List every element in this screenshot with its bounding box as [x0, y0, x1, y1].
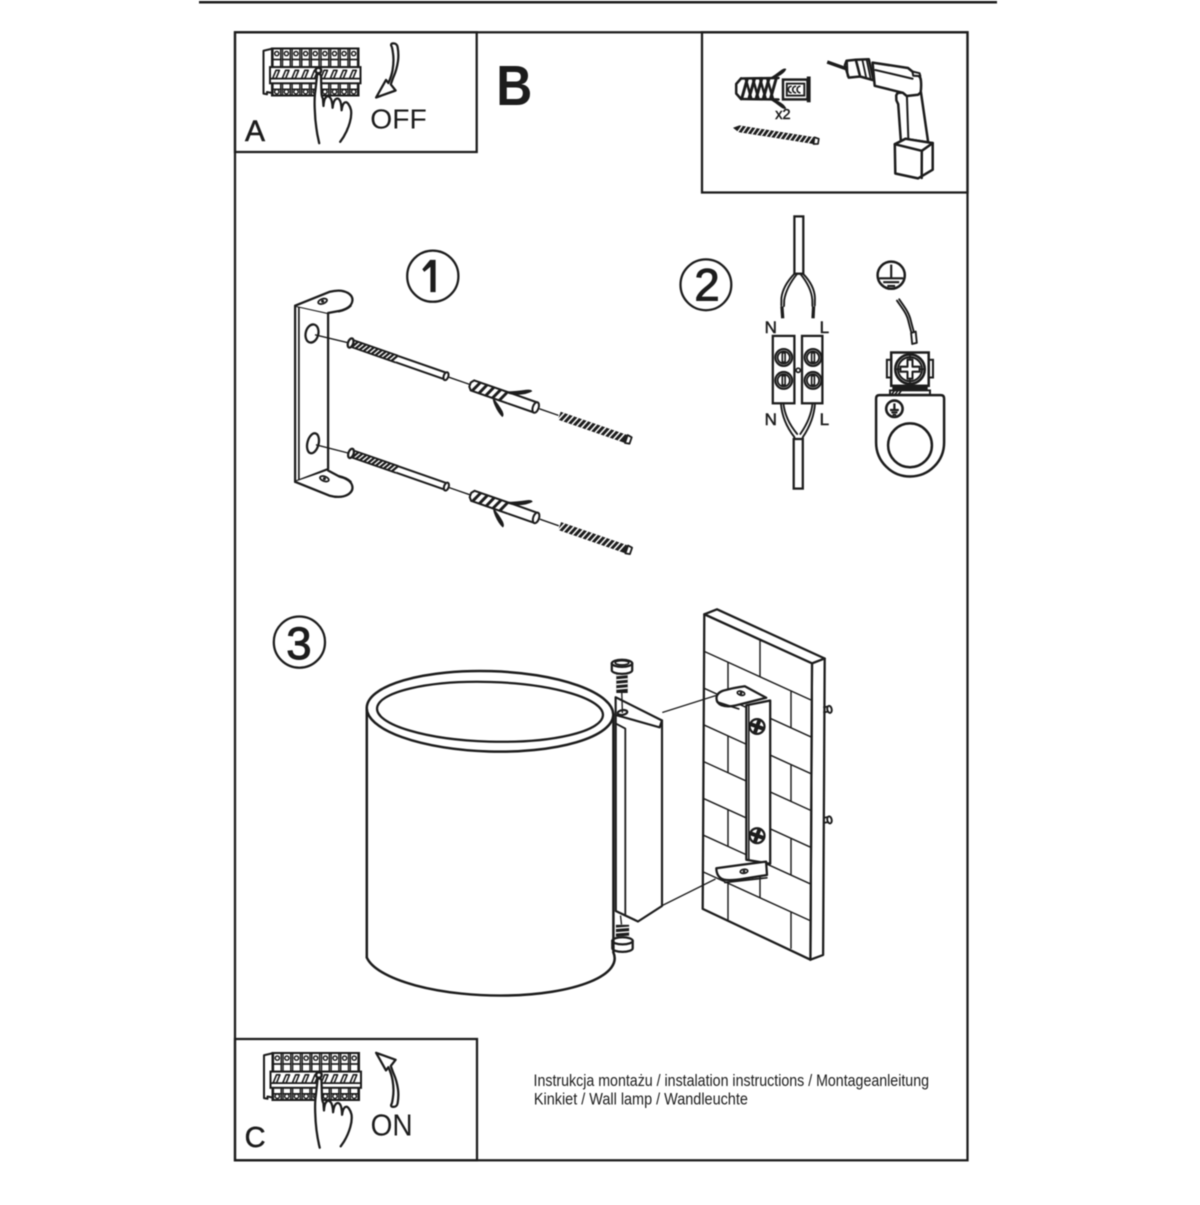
- svg-text:Instrukcja montażu / instalati: Instrukcja montażu / instalation instruc…: [534, 1072, 930, 1090]
- svg-text:C: C: [245, 1122, 266, 1154]
- svg-text:OFF: OFF: [370, 104, 427, 135]
- svg-text:x2: x2: [775, 107, 790, 123]
- svg-text:L: L: [820, 410, 829, 429]
- svg-text:2: 2: [694, 260, 719, 311]
- svg-text:N: N: [765, 410, 777, 429]
- svg-text:Kinkiet / Wall lamp / Wandleuc: Kinkiet / Wall lamp / Wandleuchte: [534, 1090, 748, 1108]
- svg-text:N: N: [765, 318, 777, 337]
- svg-text:B: B: [496, 54, 532, 118]
- svg-text:L: L: [820, 318, 829, 337]
- svg-text:ON: ON: [371, 1109, 413, 1143]
- svg-text:3: 3: [286, 618, 311, 669]
- svg-text:A: A: [245, 115, 265, 148]
